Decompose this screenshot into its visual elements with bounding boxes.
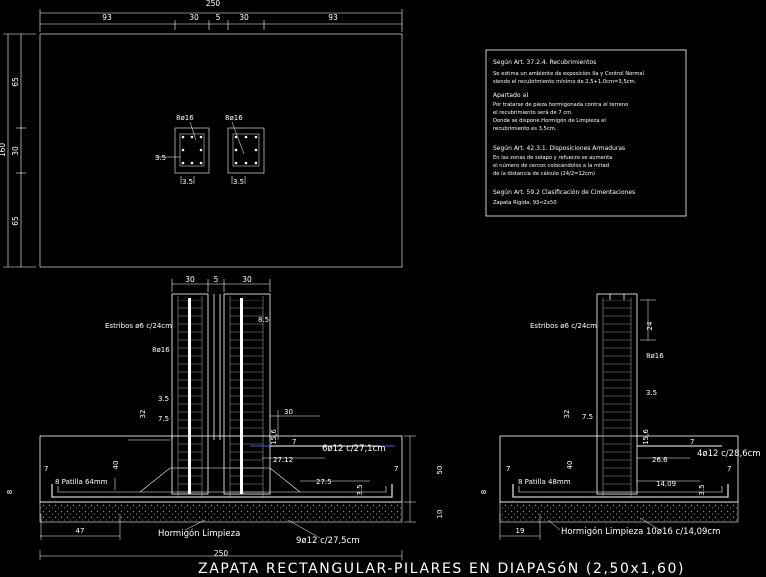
elev-patilla: 8 Patilla 64mm: [55, 478, 108, 486]
elev-blinding-label: Hormigón Limpieza: [158, 528, 240, 539]
side-col-bars: 8ø16: [646, 352, 664, 360]
note-art2-line3: de la distancia de cálculo (24/2=12cm): [493, 170, 595, 177]
note-art2-line1: En las zonas de solapo y refuerzo se aum…: [493, 155, 612, 161]
plan-bar-label-right: 8ø16: [225, 114, 243, 122]
elev-bottom-cover: 3.5: [356, 484, 364, 495]
plan-cover-bottom-left: 3.5: [182, 178, 193, 186]
elev-col-width-1: 30: [185, 275, 195, 284]
front-elevation: 30 5 30 8.5 Estribos ø6 c/24cm 8ø16 3.5 …: [6, 275, 444, 560]
side-stirrups: Estribos ø6 c/24cm: [530, 322, 597, 330]
side-depth-1: 40: [566, 461, 574, 470]
side-bottom-bar-len: 14,09: [656, 480, 676, 488]
side-blinding-label: Hormigón Limpieza: [561, 526, 643, 537]
plan-cover-side: 3.5: [155, 154, 166, 162]
plan-cover-bottom-right: 3.5: [233, 178, 244, 186]
side-top-bars: 4ø12 c/28,6cm: [697, 449, 761, 459]
plan-view: 250 93 30 5 30 93 160 65 30 65 8ø16 8ø16…: [0, 0, 403, 268]
side-edge-len: 19: [516, 527, 525, 535]
side-section: Estribos ø6 c/24cm 24 8ø16 3.5 7.5 32 15…: [480, 293, 761, 540]
note-sub-title: Apartado a): [493, 92, 529, 99]
side-bottom-left-cover: 8: [480, 490, 488, 494]
notes-box: Según Art. 37.2.4. Recubrimientos Se est…: [485, 49, 687, 217]
side-patilla: 8 Patilla 48mm: [518, 478, 571, 486]
plan-segment-right: 93: [328, 13, 338, 22]
side-cover-7-5: 7.5: [582, 413, 593, 421]
side-side-cover-right: 7: [727, 465, 731, 473]
plan-bar-label-left: 8ø16: [176, 114, 194, 122]
plan-height-bottom: 65: [11, 216, 20, 226]
note-sub-line3: Donde se dispone Hormigón de Limpieza el: [493, 117, 606, 124]
side-hook: 7: [690, 438, 694, 446]
elev-side-cover-left: 7: [44, 465, 48, 473]
elev-anchor-len: 30: [284, 408, 293, 416]
drawing-title: ZAPATA RECTANGULAR-PILARES EN DIAPASóN (…: [198, 561, 685, 577]
elev-stirrups: Estribos ø6 c/24cm: [105, 322, 172, 330]
elev-cover-left-1: 3.5: [158, 395, 169, 403]
elev-depth-total: 50: [436, 466, 444, 475]
elev-lap-height: 32: [139, 410, 147, 419]
plan-height-top: 65: [11, 77, 20, 87]
note-sub-line1: Por tratarse de pieza hormigonada contra…: [493, 102, 628, 108]
elev-bottom-left-cover: 8: [6, 490, 14, 494]
note-art3-line1: Zapata Rígida: 93<2x50: [493, 199, 557, 206]
elev-col-gap: 5: [214, 275, 219, 284]
note-art1-line1: Se estima un ambiente de exposición IIa …: [493, 70, 644, 77]
elev-top-bars: 6ø12 c/27,1cm: [322, 444, 386, 454]
plan-overall-width: 250: [206, 0, 221, 8]
plan-segment-col2: 30: [239, 13, 249, 22]
plan-overall-height: 160: [0, 143, 7, 158]
note-art1-title: Según Art. 37.2.4. Recubrimientos: [493, 59, 596, 66]
elev-gap-between: 8.5: [258, 316, 269, 324]
elev-edge-len: 47: [76, 527, 85, 535]
elev-bottom-bar-len: 27.5: [316, 478, 332, 486]
elev-blinding-thk: 10: [436, 510, 444, 519]
side-top-bar-len: 26.6: [652, 456, 668, 464]
side-bottom-cover: 3.5: [698, 484, 706, 495]
plan-segment-left: 93: [102, 13, 112, 22]
elev-col-bars: 8ø16: [152, 346, 170, 354]
elev-overall-width: 250: [214, 549, 229, 558]
plan-segment-col1: 30: [189, 13, 199, 22]
side-anchor-vertical: 15,6: [642, 429, 650, 445]
elev-top-bar-len: 27.12: [273, 456, 293, 464]
note-art2-line2: el número de cercos colocándolos a la mi…: [493, 162, 609, 169]
elev-cover-left-2: 7.5: [158, 415, 169, 423]
elev-col-width-2: 30: [242, 275, 252, 284]
side-side-cover-left: 7: [506, 465, 510, 473]
elev-depth-1: 40: [112, 461, 120, 470]
side-stirrup-spacing: 24: [646, 321, 654, 330]
note-art1-line2: siendo el recubrimiento mínimo de 2,5+1,…: [493, 78, 637, 85]
elev-anchor-vertical: 15,6: [270, 429, 278, 445]
note-sub-line4: recubrimiento es 3,5cm.: [493, 126, 557, 132]
plan-height-mid: 30: [11, 146, 20, 156]
note-art2-title: Según Art. 42.3.1. Disposiciones Armadur…: [493, 145, 625, 152]
elev-side-cover-right: 7: [394, 465, 398, 473]
elev-hook: 7: [292, 438, 296, 446]
side-bottom-bars: 10ø16 c/14,09cm: [646, 527, 720, 537]
plan-segment-gap: 5: [216, 13, 221, 22]
note-art3-title: Según Art. 59.2 Clasificación de Cimenta…: [493, 189, 635, 196]
elev-bottom-bars: 9ø12 c/27,5cm: [296, 536, 360, 546]
side-cover-3-5: 3.5: [646, 389, 657, 397]
note-sub-line2: el recubrimiento será de 7 cm.: [493, 109, 573, 116]
side-lap-height: 32: [563, 410, 571, 419]
